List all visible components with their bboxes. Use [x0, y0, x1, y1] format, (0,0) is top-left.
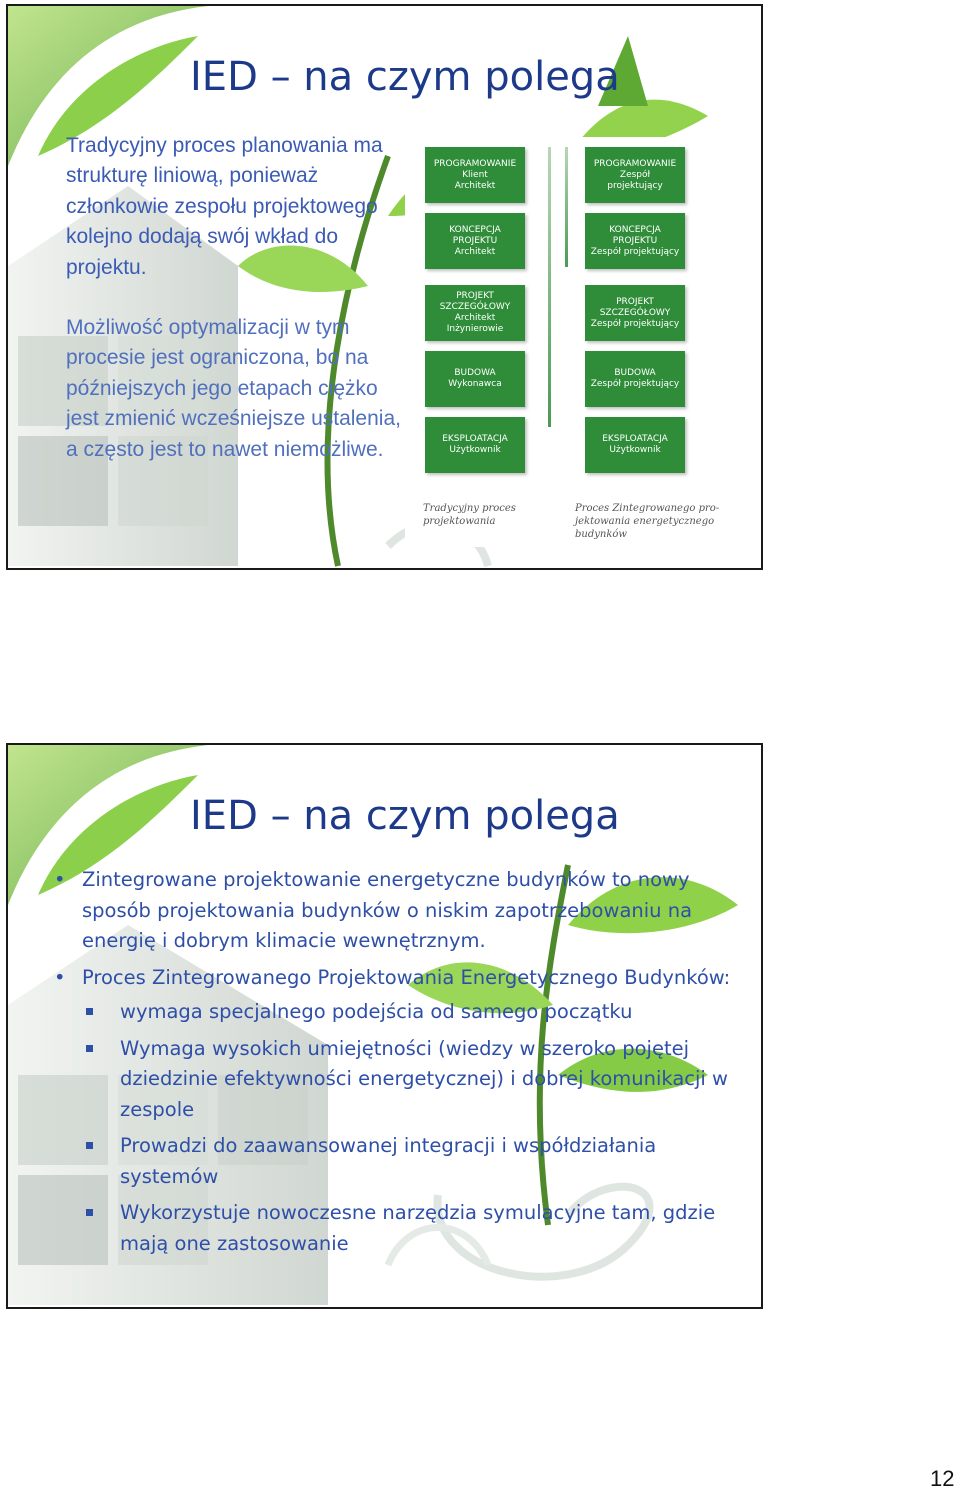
sub-bullet-item: Wykorzystuje nowoczesne narzędzia symula… — [82, 1198, 738, 1259]
bullet-text: Zintegrowane projektowanie energetyczne … — [82, 868, 693, 952]
square-bullet-icon — [86, 1044, 93, 1052]
intro-paragraph: Tradycyjny proces planowania ma struktur… — [66, 131, 396, 283]
sub-bullet-text: Wykorzystuje nowoczesne narzędzia symula… — [120, 1201, 716, 1255]
square-bullet-icon — [86, 1209, 93, 1216]
left-caption: Tradycyjny proces projektowania — [423, 502, 516, 528]
stage-box-line: EKSPLOATACJA — [602, 434, 668, 444]
caption-line: jektowania energetycznego — [575, 516, 715, 527]
sub-bullet-item: Wymaga wysokich umiejętności (wiedzy w s… — [82, 1034, 738, 1126]
slide-title: IED – na czym polega — [190, 54, 620, 100]
stage-box-line: Zespół — [619, 169, 651, 180]
caption-line: Tradycyjny proces — [423, 503, 516, 514]
paragraph-traditional-process: Tradycyjny proces planowania ma struktur… — [66, 134, 383, 279]
stage-box-line: Użytkownik — [449, 445, 501, 455]
background-decoration — [8, 6, 708, 568]
bullet-dot-icon: • — [54, 868, 66, 891]
stage-box-line: Zespół projektujący — [590, 246, 680, 257]
left-process-arrow — [548, 147, 551, 427]
stage-box-line: SZCZEGÓŁOWY — [599, 307, 671, 318]
stage-box-line: EKSPLOATACJA — [442, 434, 508, 444]
bullet-dot-icon: • — [54, 965, 66, 989]
paragraph-optimization: Możliwość optymalizacji w tym procesie j… — [66, 316, 401, 461]
sub-bullet-list: wymaga specjalnego podejścia od samego p… — [82, 997, 738, 1259]
stage-box-line: Architekt — [454, 180, 496, 191]
stage-box-line: Zespół projektujący — [590, 318, 680, 329]
stage-box-line: BUDOWA — [614, 368, 656, 378]
stage-box-line: PROJEKT — [456, 291, 494, 301]
square-bullet-icon — [86, 1008, 93, 1015]
stage-box-line: Architekt — [454, 313, 496, 323]
caption-line: budynków — [575, 529, 627, 540]
bullet-text: Proces Zintegrowanego Projektowania Ener… — [82, 965, 731, 989]
stage-box-line: PROJEKTU — [452, 235, 498, 246]
caption-line: Proces Zintegrowanego pro- — [575, 503, 720, 514]
stage-box-line: PROJEKTU — [612, 235, 658, 246]
stage-box-line: Użytkownik — [609, 445, 661, 455]
stage-box-line: BUDOWA — [454, 368, 496, 378]
stage-box-line: Zespół projektujący — [590, 379, 680, 389]
bullet-list: • Zintegrowane projektowanie energetyczn… — [48, 865, 738, 1265]
bullet-item: • Zintegrowane projektowanie energetyczn… — [48, 865, 738, 957]
slide-1: IED – na czym polega Tradycyjny proces p… — [6, 4, 763, 570]
sub-bullet-text: Wymaga wysokich umiejętności (wiedzy w s… — [120, 1036, 728, 1121]
right-process-arrow — [565, 147, 568, 267]
stage-box-line: Klient — [462, 169, 488, 180]
sub-bullet-text: wymaga specjalnego podejścia od samego p… — [120, 1000, 633, 1023]
sub-bullet-text: Prowadzi do zaawansowanej integracji i w… — [120, 1134, 657, 1188]
stage-box-line: PROGRAMOWANIE — [433, 158, 517, 169]
stage-box-line: PROGRAMOWANIE — [593, 158, 677, 169]
optimization-paragraph: Możliwość optymalizacji w tym procesie j… — [66, 313, 401, 465]
right-caption: Proces Zintegrowanego pro- jektowania en… — [575, 502, 719, 541]
stage-box-line: Inżynierowie — [446, 324, 504, 334]
stage-box-line: SZCZEGÓŁOWY — [439, 302, 511, 312]
slide-title: IED – na czym polega — [190, 793, 620, 839]
stage-box-line: PROJEKT — [616, 296, 654, 307]
stage-box-line: projektujący — [607, 180, 663, 191]
caption-line: projektowania — [423, 516, 496, 527]
slide-2: IED – na czym polega • Zintegrowane proj… — [6, 743, 763, 1309]
stage-box-line: KONCEPCJA — [609, 224, 661, 235]
stage-box-line: Wykonawca — [448, 379, 502, 389]
sub-bullet-item: wymaga specjalnego podejścia od samego p… — [82, 997, 738, 1028]
stage-box-line: Architekt — [454, 246, 496, 257]
sub-bullet-item: Prowadzi do zaawansowanej integracji i w… — [82, 1131, 738, 1192]
stage-box-line: KONCEPCJA — [449, 224, 501, 235]
page-number: 12 — [930, 1466, 955, 1491]
bullet-item: • Proces Zintegrowanego Projektowania En… — [48, 963, 738, 1260]
square-bullet-icon — [86, 1142, 93, 1149]
